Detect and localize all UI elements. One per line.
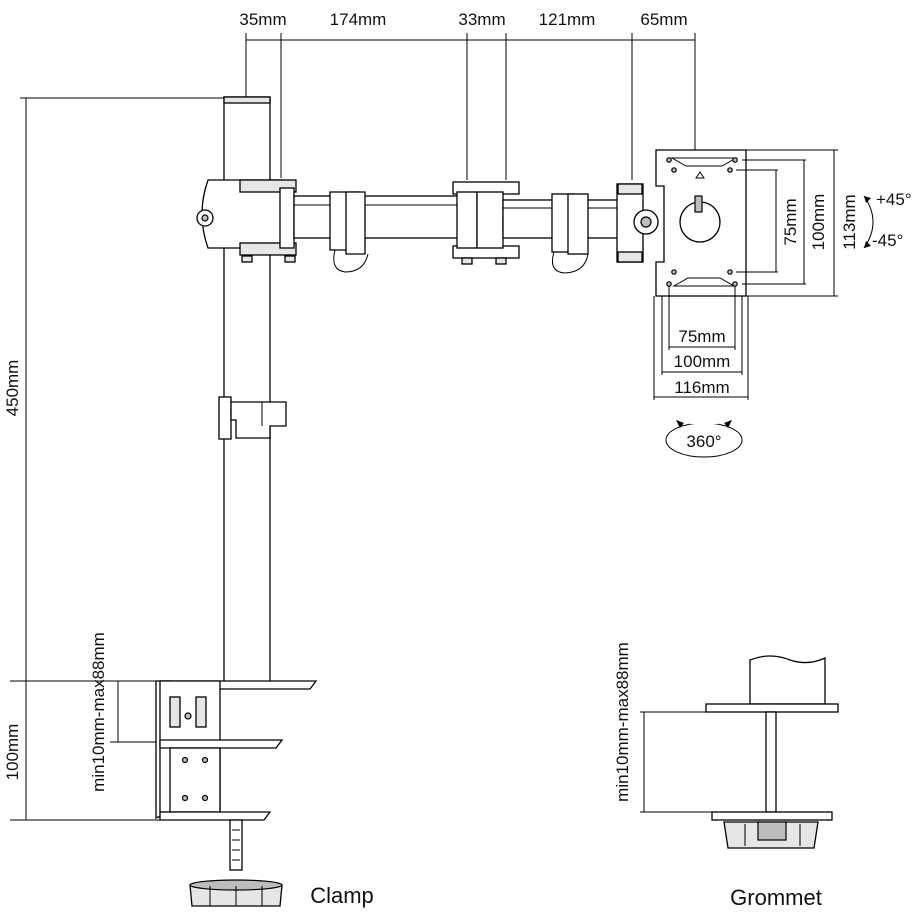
dim-vesa-116mm-h: 116mm [674,378,729,397]
dim-174mm: 174mm [330,10,387,29]
grommet-caption: Grommet [730,885,822,910]
dim-65mm: 65mm [640,10,687,29]
rotation-arrow-icon [665,418,743,458]
clamp-assembly [155,680,318,907]
dim-vesa-75mm-h: 75mm [678,327,725,346]
dim-vesa-75mm-v: 75mm [781,198,800,245]
first-arm [293,191,459,273]
tilt-arrow-icon [863,195,874,249]
tilt-down-label: -45° [872,231,903,250]
dim-450mm: 450mm [3,360,22,417]
dim-33mm: 33mm [458,10,505,29]
clamp-caption: Clamp [310,883,374,908]
middle-joint [452,181,520,265]
dim-100mm-base: 100mm [3,724,22,781]
vesa-vertical-dimension-lines [736,149,838,297]
dim-35mm: 35mm [239,10,286,29]
vesa-plate [655,149,747,297]
grommet-assembly [640,655,839,849]
rotation-label: 360° [686,432,721,451]
tilt-up-label: +45° [876,190,912,209]
dim-vesa-113mm-v: 113mm [840,194,859,249]
pole-arm-mount [196,179,297,263]
dim-clamp-range: min10mm-max88mm [89,632,108,792]
tilt-head [616,183,659,263]
vesa-horizontal-dimension-lines [653,286,749,400]
top-dimension-lines [245,33,696,180]
dim-121mm: 121mm [539,10,596,29]
dim-vesa-100mm-h: 100mm [674,352,731,371]
height-dimension-lines [10,97,246,821]
dim-grommet-range: min10mm-max88mm [613,642,632,802]
second-arm [502,193,624,274]
dim-vesa-100mm-v: 100mm [809,194,828,251]
